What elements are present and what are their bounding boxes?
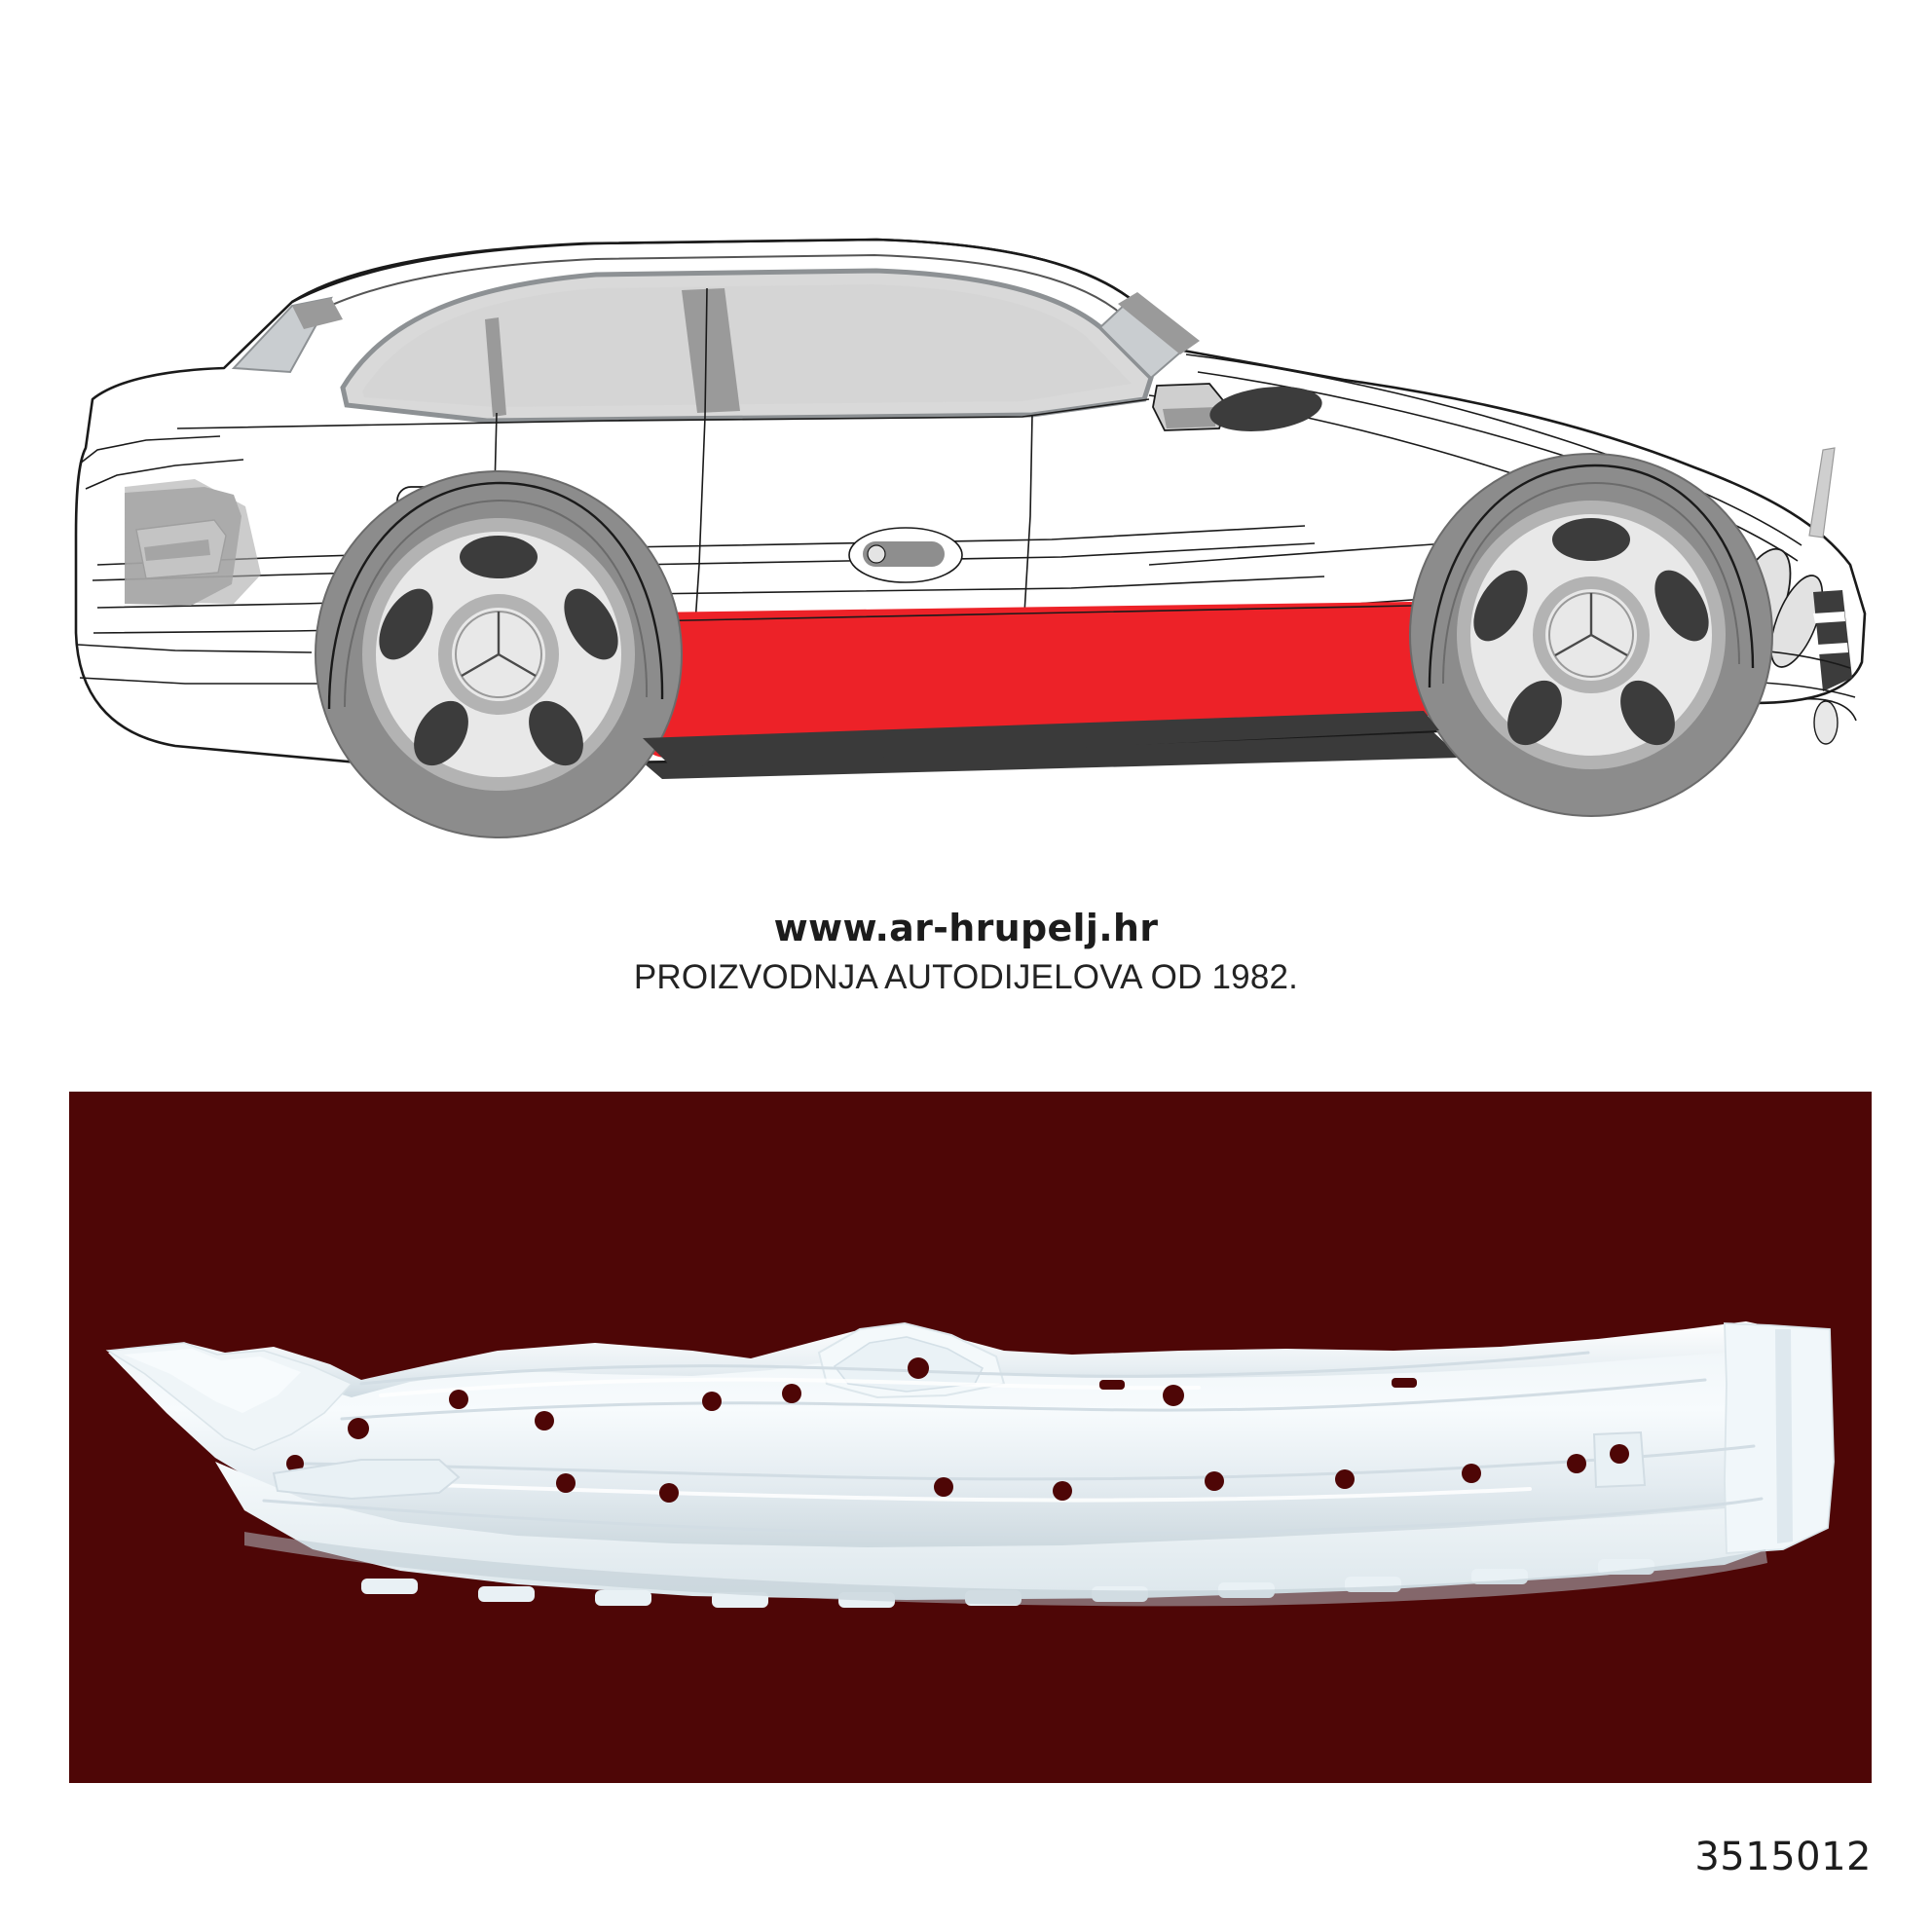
sill-panel-right-flange — [1724, 1322, 1835, 1554]
rear-bumper-lines — [77, 644, 321, 685]
hood-dark-accent — [1209, 387, 1322, 431]
roof-antenna — [1808, 447, 1836, 539]
hole — [1335, 1469, 1355, 1489]
hole — [449, 1390, 468, 1409]
side-mirror — [1152, 383, 1229, 431]
part-number-label: 3515012 — [1694, 1835, 1872, 1879]
rear-wheel-spoke-gaps — [379, 536, 618, 766]
front-wheel-spoke-gaps — [1473, 518, 1709, 746]
sill-panel-bottom-shadow — [244, 1532, 1767, 1607]
car-side-view-svg — [74, 238, 1867, 838]
product-photo-panel — [69, 1092, 1872, 1783]
branding-block: www.ar-hrupelj.hr PROIZVODNJA AUTODIJELO… — [0, 906, 1932, 1000]
sill-panel-highlights — [320, 1377, 1532, 1503]
rocker-panel-product-svg — [105, 1321, 1835, 1608]
hole — [702, 1392, 722, 1411]
hole — [1205, 1471, 1224, 1491]
rear-pillar-shade — [125, 479, 261, 604]
rocker-trim-line — [642, 605, 1413, 622]
sill-panel-left-bracket — [105, 1342, 353, 1451]
hole — [1163, 1385, 1184, 1406]
hole — [286, 1455, 304, 1472]
hole — [348, 1418, 369, 1439]
hole — [556, 1473, 576, 1493]
hole — [659, 1483, 679, 1503]
sill-panel-left-pocket — [272, 1459, 461, 1501]
mercedes-star-icon-rear — [461, 612, 537, 678]
hole — [535, 1411, 554, 1430]
front-fog-lamp — [1813, 700, 1839, 745]
hole — [908, 1357, 929, 1379]
car-illustration-panel — [0, 107, 1932, 847]
rear-wheel — [315, 470, 683, 838]
front-door-handle — [848, 527, 963, 583]
wheel-arch-outlines — [327, 464, 1755, 710]
hole — [1053, 1481, 1072, 1501]
car-greenhouse — [291, 238, 1184, 359]
hole — [1462, 1464, 1481, 1483]
hole — [782, 1384, 801, 1403]
rocker-lower-shadow — [643, 711, 1439, 767]
mercedes-star-icon-front — [1554, 593, 1628, 657]
slot-hole — [1099, 1380, 1125, 1390]
car-windows — [231, 268, 1200, 424]
slot-hole — [1392, 1378, 1417, 1388]
b-pillar — [682, 288, 740, 413]
trunk-lines — [79, 435, 244, 490]
sill-panel-boss-hole — [1592, 1430, 1647, 1489]
hole — [1567, 1454, 1586, 1473]
brand-tagline: PROIZVODNJA AUTODIJELOVA OD 1982. — [633, 958, 1299, 996]
rear-door-divider-pillar — [485, 317, 506, 417]
wheel-arch-inner-lines — [344, 481, 1740, 708]
front-wheel — [1409, 453, 1773, 817]
brand-website-url: www.ar-hrupelj.hr — [773, 907, 1159, 949]
hole — [934, 1477, 953, 1497]
